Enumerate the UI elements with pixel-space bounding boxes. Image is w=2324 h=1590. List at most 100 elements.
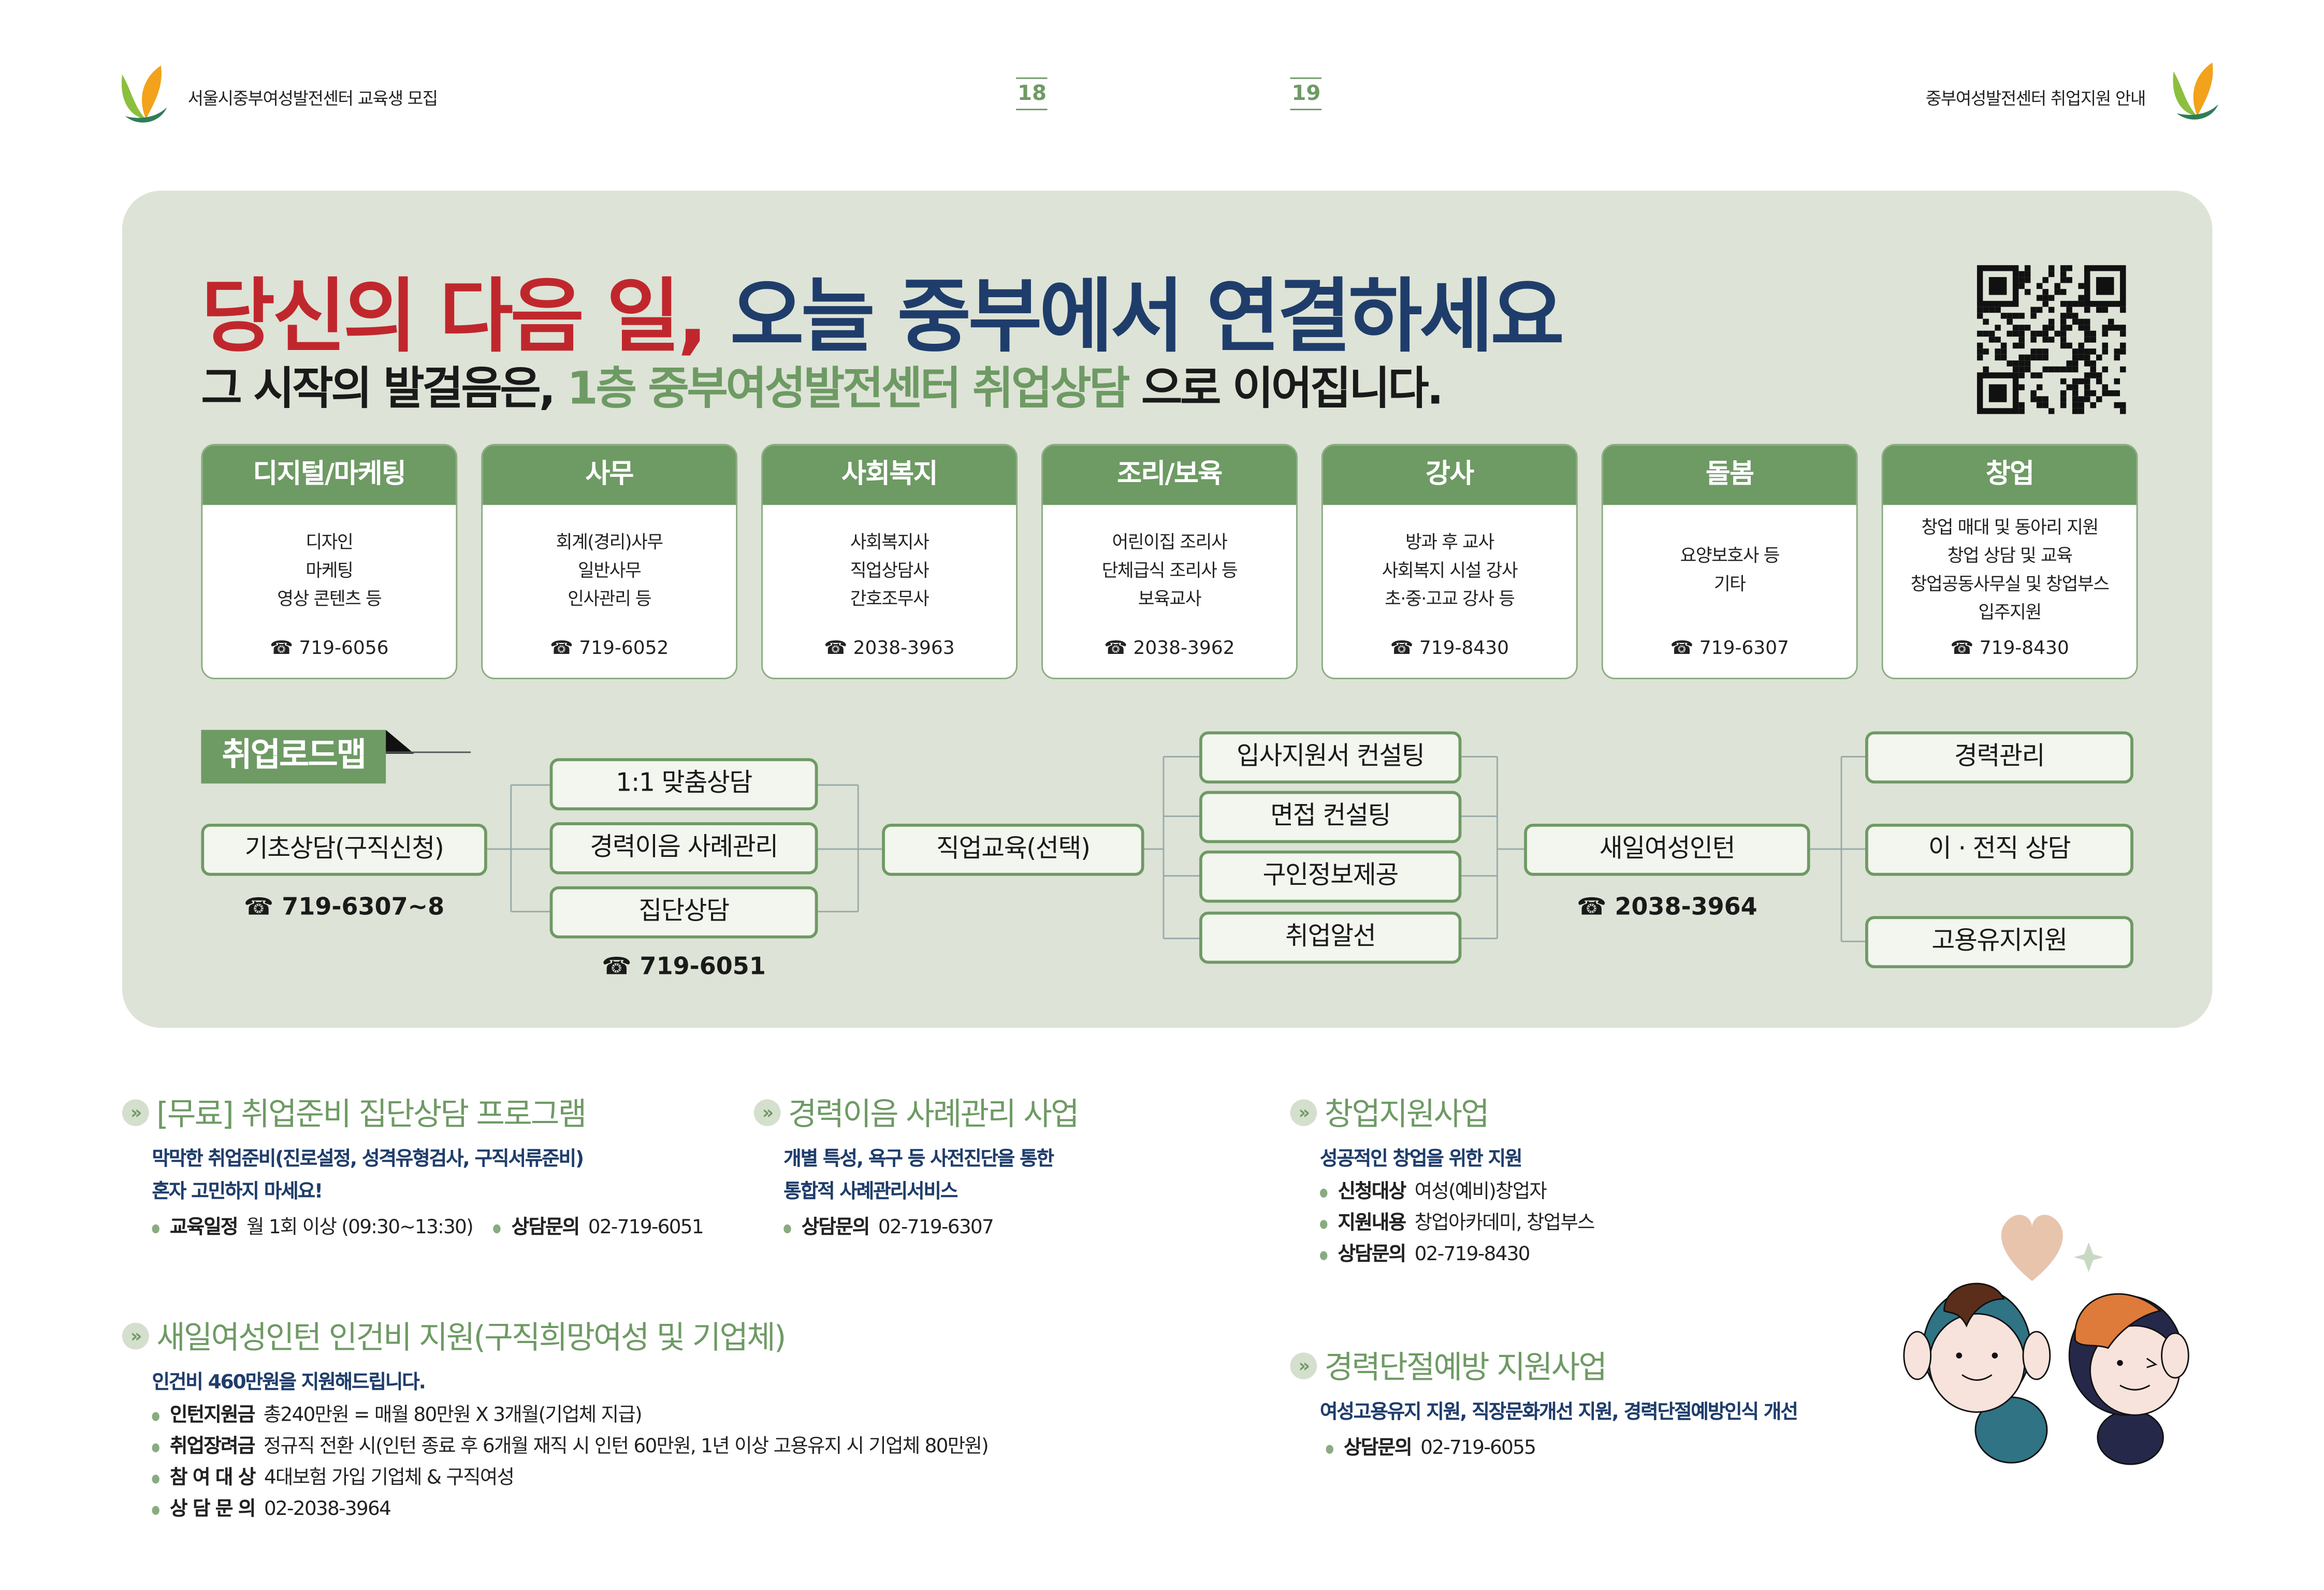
card-title: 돌봄	[1603, 445, 1856, 505]
bullet-icon	[1320, 1219, 1328, 1229]
card-line: 창업공동사무실 및 창업부스	[1910, 573, 2110, 594]
card-title: 창업	[1883, 445, 2137, 505]
roadmap-step-career-management: 경력관리	[1865, 731, 2133, 784]
info-value: 02-719-8430	[1414, 1244, 1531, 1266]
info-value: 02-719-6307	[878, 1217, 994, 1239]
section-title: »경력단절예방 지원사업	[1290, 1344, 1797, 1388]
card-phone: ☎ 2038-3963	[824, 636, 955, 659]
card-line: 기타	[1713, 573, 1746, 594]
bullet-icon	[1326, 1444, 1333, 1453]
card-title: 조리/보육	[1042, 445, 1296, 505]
section-title: »새일여성인턴 인건비 지원(구직희망여성 및 기업체)	[122, 1314, 988, 1359]
info-value: 월 1회 이상 (09:30~13:30)	[246, 1217, 474, 1239]
page-number-left: 18	[1016, 77, 1048, 110]
info-value: 창업아카데미, 창업부스	[1414, 1212, 1595, 1235]
info-value: 4대보험 가입 기업체 & 구직여성	[264, 1467, 515, 1490]
info-key: 교육일정	[169, 1217, 239, 1239]
headline: 당신의 다음 일, 오늘 중부에서 연결하세요	[201, 250, 1564, 368]
section-career-break-prevention: »경력단절예방 지원사업 여성고용유지 지원, 직장문화개선 지원, 경력단절예…	[1290, 1344, 1798, 1464]
card-phone: ☎ 719-8430	[1390, 636, 1509, 659]
card-line: 방과 후 교사	[1405, 531, 1494, 552]
subheadline: 그 시작의 발걸음은, 1층 중부여성발전센터 취업상담 으로 이어집니다.	[201, 352, 1444, 417]
roadmap-step-vocational-training: 직업교육(선택)	[882, 823, 1144, 876]
card-line: 보육교사	[1138, 587, 1202, 609]
section-title: »경력이음 사례관리 사업	[753, 1090, 1080, 1135]
qr-code-icon[interactable]	[1977, 265, 2126, 414]
bullet-icon	[783, 1223, 791, 1233]
card-line: 사회복지사	[850, 531, 929, 552]
card-line: 창업 매대 및 동아리 지원	[1921, 517, 2099, 538]
roadmap-step-case-management: 경력이음 사례관리	[549, 822, 818, 874]
roadmap-step5-phone: ☎ 2038-3964	[1576, 892, 1757, 921]
roadmap-step2-phone: ☎ 719-6051	[602, 952, 766, 981]
info-line: 상담문의 02-719-6055	[1326, 1433, 1797, 1464]
card-line: 간호조무사	[850, 587, 929, 609]
card-phone: ☎ 2038-3962	[1104, 636, 1235, 659]
card-line: 일반사무	[578, 559, 642, 580]
sparkle-icon	[2073, 1242, 2104, 1272]
headline-red: 당신의 다음 일,	[201, 269, 708, 363]
section-title-text: 창업지원사업	[1324, 1096, 1490, 1132]
roadmap-step-interview-consulting: 면접 컨설팅	[1199, 791, 1462, 843]
section-subtitle: 개별 특성, 욕구 등 사전진단을 통한	[783, 1148, 1054, 1171]
subheadline-pre: 그 시작의 발걸음은,	[201, 363, 556, 416]
card-line: 단체급식 조리사 등	[1101, 559, 1238, 580]
roadmap-step-basic-counseling: 기초상담(구직신청)	[201, 823, 487, 876]
section-group-counseling: »[무료] 취업준비 집단상담 프로그램 막막한 취업준비(진로설정, 성격유형…	[122, 1090, 704, 1244]
info-value: 총240만원 = 매월 80만원 X 3개월(기업체 지급)	[263, 1405, 643, 1427]
section-subtitle: 여성고용유지 지원, 직장문화개선 지원, 경력단절예방인식 개선	[1320, 1402, 1798, 1424]
card-line: 마케팅	[306, 559, 353, 580]
center-logo-icon	[2173, 62, 2218, 120]
page-number-right: 19	[1290, 77, 1323, 110]
card-line: 초·중·고교 강사 등	[1385, 587, 1515, 609]
card-line: 영상 콘텐츠 등	[277, 587, 382, 609]
roadmap-step-job-placement: 취업알선	[1199, 911, 1462, 964]
info-value: 02-719-6055	[1420, 1437, 1536, 1460]
card-line: 요양보호사 등	[1680, 545, 1780, 566]
card-phone: ☎ 719-6056	[270, 636, 389, 659]
card-line: 회계(경리)사무	[556, 531, 663, 552]
subheadline-post: 으로 이어집니다.	[1141, 363, 1444, 416]
info-key: 취업장려금	[169, 1436, 255, 1458]
roadmap-step-group-counseling: 집단상담	[549, 886, 818, 939]
chevron-right-icon: »	[1290, 1352, 1317, 1380]
info-value: 정규직 전환 시(인턴 종료 후 6개월 재직 시 인턴 60만원, 1년 이상…	[263, 1436, 989, 1458]
section-title-text: 경력단절예방 지원사업	[1324, 1349, 1607, 1385]
roadmap-step-employment-retention: 고용유지지원	[1865, 916, 2133, 969]
info-key: 상담문의	[801, 1217, 870, 1239]
card-title: 사회복지	[763, 445, 1016, 505]
info-key: 상담문의	[1338, 1244, 1407, 1266]
section-case-management: »경력이음 사례관리 사업 개별 특성, 욕구 등 사전진단을 통한 통합적 사…	[753, 1090, 1080, 1244]
bullet-icon	[152, 1223, 159, 1233]
info-key: 참 여 대 상	[169, 1467, 256, 1490]
section-intern-support: »새일여성인턴 인건비 지원(구직희망여성 및 기업체) 인건비 460만원을 …	[122, 1314, 989, 1526]
chevron-right-icon: »	[753, 1099, 781, 1127]
bullet-icon	[152, 1411, 159, 1421]
card-phone: ☎ 719-8430	[1950, 636, 2069, 659]
chevron-right-icon: »	[1290, 1099, 1317, 1127]
chevron-right-icon: »	[122, 1322, 149, 1350]
info-line: 상담문의 02-719-8430	[1320, 1239, 1594, 1271]
card-title: 사무	[483, 445, 736, 505]
roadmap-label: 취업로드맵	[201, 730, 386, 784]
roadmap-step-saeil-intern: 새일여성인턴	[1524, 823, 1810, 876]
roadmap-step-one-on-one: 1:1 맞춤상담	[549, 758, 818, 811]
info-key: 상담문의	[1344, 1437, 1413, 1460]
info-value: 여성(예비)창업자	[1414, 1181, 1547, 1204]
bullet-icon	[152, 1442, 159, 1452]
card-line: 창업 상담 및 교육	[1947, 545, 2073, 566]
card-phone: ☎ 719-6052	[549, 636, 669, 659]
card-line: 직업상담사	[850, 559, 929, 580]
chevron-right-icon: »	[122, 1099, 149, 1127]
